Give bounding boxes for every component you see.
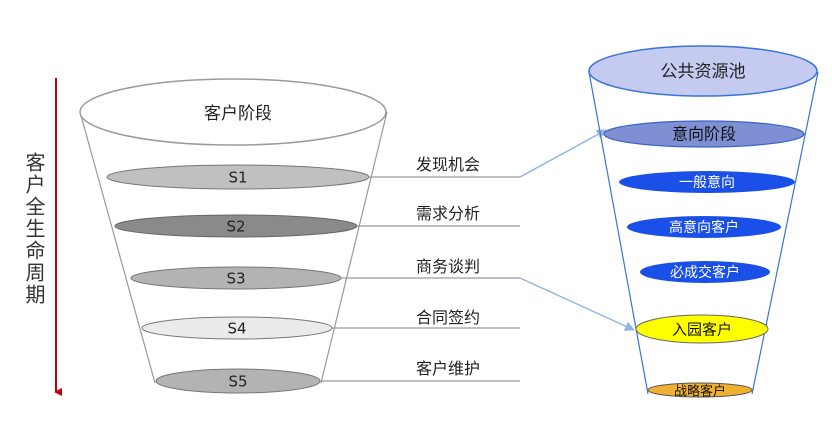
stage-s1: S1 (106, 164, 370, 190)
pool-title: 公共资源池 (661, 62, 746, 82)
customer-stage-funnel: 客户阶段 S1 S2 S3 S4 S5 (79, 78, 388, 394)
stage-s2-label: 需求分析 (416, 204, 480, 223)
entered-customer-label: 入园客户 (672, 321, 732, 339)
stage-s5-code: S5 (228, 373, 247, 391)
funnel-left-edge (79, 111, 156, 384)
stage-s3: S3 (130, 266, 342, 290)
stage-s3-label: 商务谈判 (416, 257, 480, 276)
public-resource-pool-funnel: 公共资源池 意向阶段 一般意向 高意向客户 必成交客户 入园客户 战略客户 (588, 45, 819, 400)
funnel-right-edge (320, 111, 388, 384)
stage-s4: S4 (141, 316, 333, 340)
strategic-customer-label: 战略客户 (674, 384, 726, 400)
stage-s2: S2 (114, 214, 358, 238)
entered-customer-ellipse (635, 314, 769, 344)
funnel-title: 客户阶段 (204, 104, 272, 124)
intent-stage-label: 意向阶段 (672, 125, 736, 144)
intent-item-certain-label: 必成交客户 (670, 264, 740, 281)
intent-item-high (627, 216, 781, 238)
intent-item-high-label: 高意向客户 (669, 219, 739, 236)
pool-left-edge (588, 71, 649, 395)
stage-s4-label: 合同签约 (416, 308, 480, 327)
stage-s2-code: S2 (226, 218, 245, 236)
stage-s5: S5 (155, 368, 321, 394)
intent-item-certain (640, 261, 770, 283)
connector-s3-to-entered (519, 277, 635, 331)
stage-s5-label: 客户维护 (416, 359, 480, 378)
connector-s1-to-intent (519, 129, 607, 178)
intent-item-general (619, 171, 795, 193)
intent-stage-ellipse (603, 120, 805, 148)
pool-top-ellipse (588, 45, 818, 97)
stage-s4-code: S4 (227, 320, 246, 338)
stage-s1-code: S1 (228, 169, 247, 187)
strategic-customer-ellipse (647, 382, 753, 398)
stage-s1-label: 发现机会 (416, 155, 480, 174)
pool-right-edge (751, 71, 819, 395)
stage-s3-code: S3 (226, 270, 245, 288)
intent-item-general-label: 一般意向 (679, 174, 735, 191)
lifecycle-label: 客户全生命周期 (22, 152, 46, 306)
stage-labels: 发现机会 需求分析 商务谈判 合同签约 客户维护 (320, 155, 520, 382)
funnel-top-ellipse (79, 78, 387, 146)
